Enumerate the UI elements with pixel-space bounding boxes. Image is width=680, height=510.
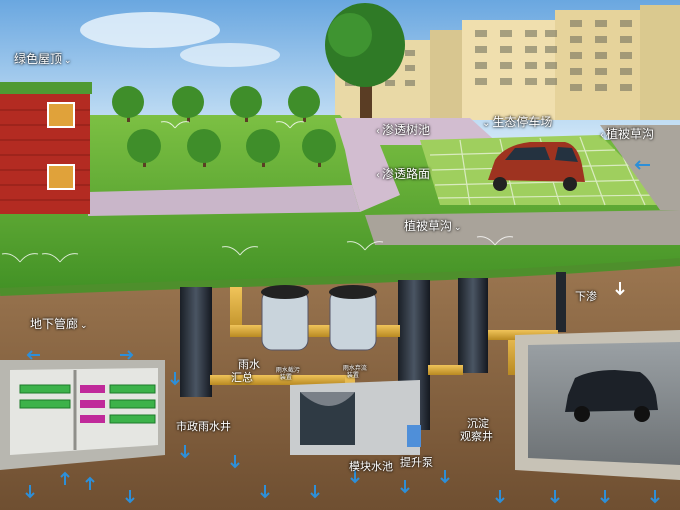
label-module-tank: 模块水池 bbox=[349, 460, 393, 473]
label-utility-tunnel: 地下管廊⌄ bbox=[30, 317, 88, 331]
label-rain-filter: 雨水截污 装置 bbox=[275, 367, 300, 381]
chevron-down-icon: ⌄ bbox=[80, 321, 88, 331]
module-tank bbox=[290, 380, 420, 455]
label-municipal-rain-well: 市政雨水井 bbox=[176, 420, 231, 433]
vegetated-swale-right bbox=[600, 125, 680, 210]
red-car bbox=[488, 142, 585, 191]
shrubs bbox=[112, 86, 336, 167]
sedimentation-well-pipe bbox=[458, 278, 488, 373]
label-rain-collection: 雨水 汇总 bbox=[231, 358, 260, 384]
chevron-left-icon: ‹ bbox=[376, 170, 380, 181]
seepage-pipe bbox=[556, 272, 566, 332]
label-seepage: 下渗 bbox=[575, 290, 597, 303]
chevron-left-icon: ‹ bbox=[600, 130, 604, 141]
label-sedimentation-well: 沉淀 观察井 bbox=[460, 417, 493, 443]
label-eco-parking: ⌄生态停车场 bbox=[482, 115, 553, 129]
infiltration-arrows bbox=[25, 160, 660, 504]
rain-diversion-tank bbox=[329, 285, 377, 351]
label-vegetated-swale-bottom: 植被草沟⌄ bbox=[404, 219, 462, 233]
chevron-down-icon: ⌄ bbox=[64, 56, 72, 66]
cloud bbox=[180, 43, 280, 67]
label-permeable-tree-pool: ‹渗透树池 bbox=[376, 123, 431, 137]
green-roof-building bbox=[0, 82, 92, 214]
label-rain-diversion: 雨水弃流 装置 bbox=[342, 365, 367, 379]
utility-tunnel bbox=[0, 360, 165, 470]
chevron-down-icon: ⌄ bbox=[454, 223, 462, 233]
grass-edge bbox=[0, 258, 680, 296]
lift-pump bbox=[407, 425, 421, 447]
chevron-left-icon: ‹ bbox=[376, 126, 380, 137]
underground-garage bbox=[515, 330, 680, 480]
cloud bbox=[80, 12, 220, 48]
chevron-down-icon: ⌄ bbox=[482, 118, 491, 129]
rain-filter-tank bbox=[261, 285, 309, 351]
municipal-rain-well-pipe bbox=[180, 287, 212, 397]
label-lift-pump: 提升泵 bbox=[400, 456, 433, 469]
vegetated-swale-bottom bbox=[365, 210, 680, 245]
apartment-buildings bbox=[335, 5, 680, 120]
sprinkler-sprays bbox=[1, 121, 514, 263]
label-green-roof: 绿色屋顶⌄ bbox=[14, 52, 72, 66]
paving-path-left bbox=[88, 185, 360, 216]
label-vegetated-swale-right: ‹植被草沟 bbox=[600, 127, 655, 141]
label-permeable-pavement: ‹渗透路面 bbox=[376, 167, 431, 181]
